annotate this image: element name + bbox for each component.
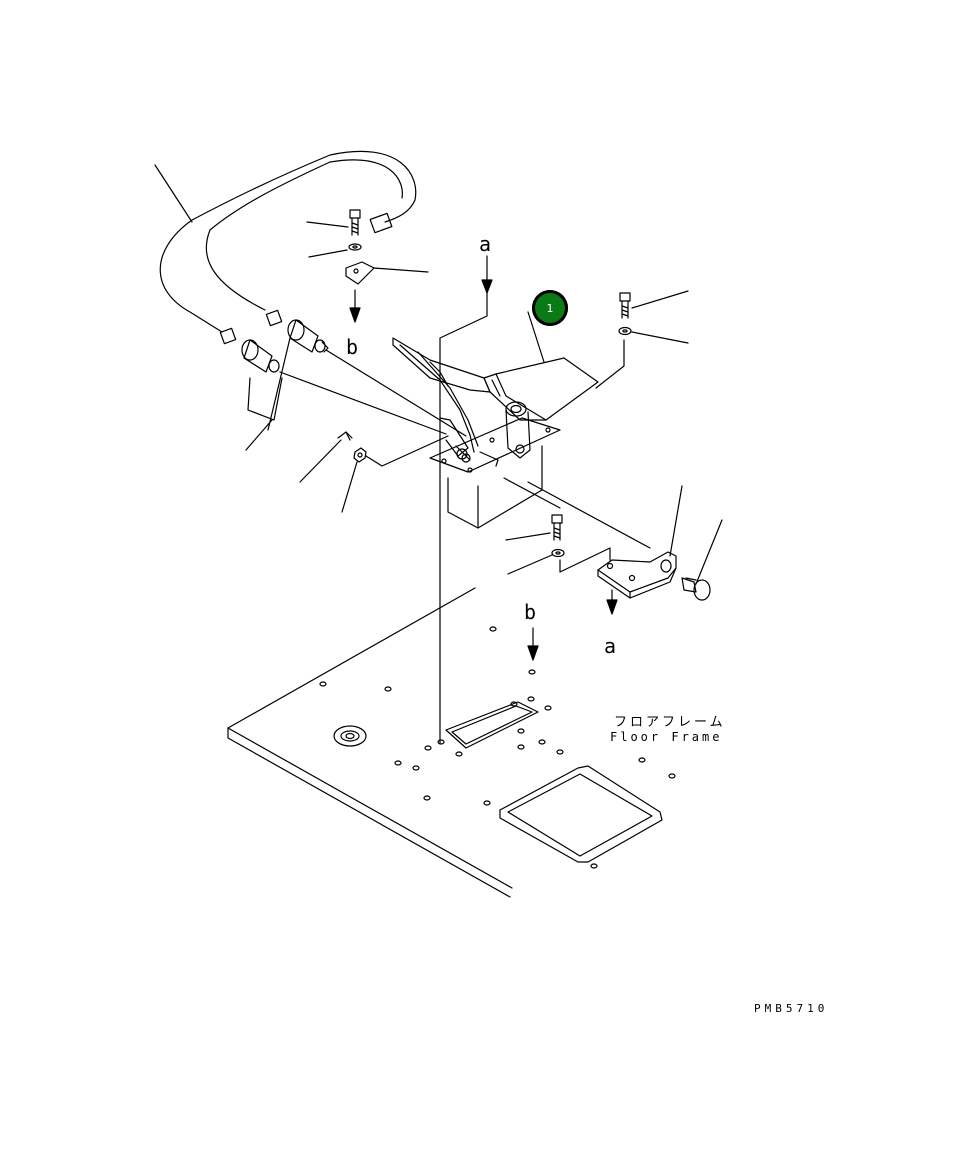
wire-harness (154, 150, 417, 333)
part-number-badge-fill: 1 (535, 293, 565, 323)
floor-frame-label-en: Floor Frame (610, 730, 723, 744)
connector-mid (265, 309, 283, 327)
part-number: 1 (546, 301, 554, 315)
harness-connectors (219, 212, 393, 345)
bracket-right (597, 485, 683, 615)
left-clip-nut (299, 431, 449, 513)
ref-arrow-a-top (439, 255, 493, 745)
leader-part-1 (527, 311, 545, 363)
leader-harness (154, 164, 193, 223)
ref-label-a-top: a (479, 232, 492, 256)
leader-switch-plate (245, 419, 273, 451)
part-number-badge[interactable]: 1 (532, 290, 568, 326)
floor-frame (227, 587, 676, 898)
switch-cylinders (241, 319, 329, 451)
switch-upper (287, 319, 329, 353)
lower-bolt-group (505, 514, 611, 575)
ref-label-b-lower: b (524, 600, 537, 624)
ref-label-b-left: b (346, 335, 359, 359)
floor-frame-label-jp: フロアフレーム (614, 715, 726, 730)
clip (345, 261, 375, 285)
bracket-plate-left (247, 377, 283, 421)
side-bolt (681, 519, 723, 601)
upper-bolt-group (306, 209, 429, 323)
right-upper-bolt (595, 290, 689, 389)
ref-arrow-b-lower (527, 627, 539, 661)
switch-lower (241, 339, 280, 373)
connector-left (219, 327, 237, 345)
floor-holes (319, 626, 676, 869)
drawing-code: PMB5710 (754, 1002, 829, 1015)
pedal-assembly (392, 337, 599, 529)
ref-label-a-bottom: a (604, 634, 617, 658)
connector-top (369, 212, 393, 234)
